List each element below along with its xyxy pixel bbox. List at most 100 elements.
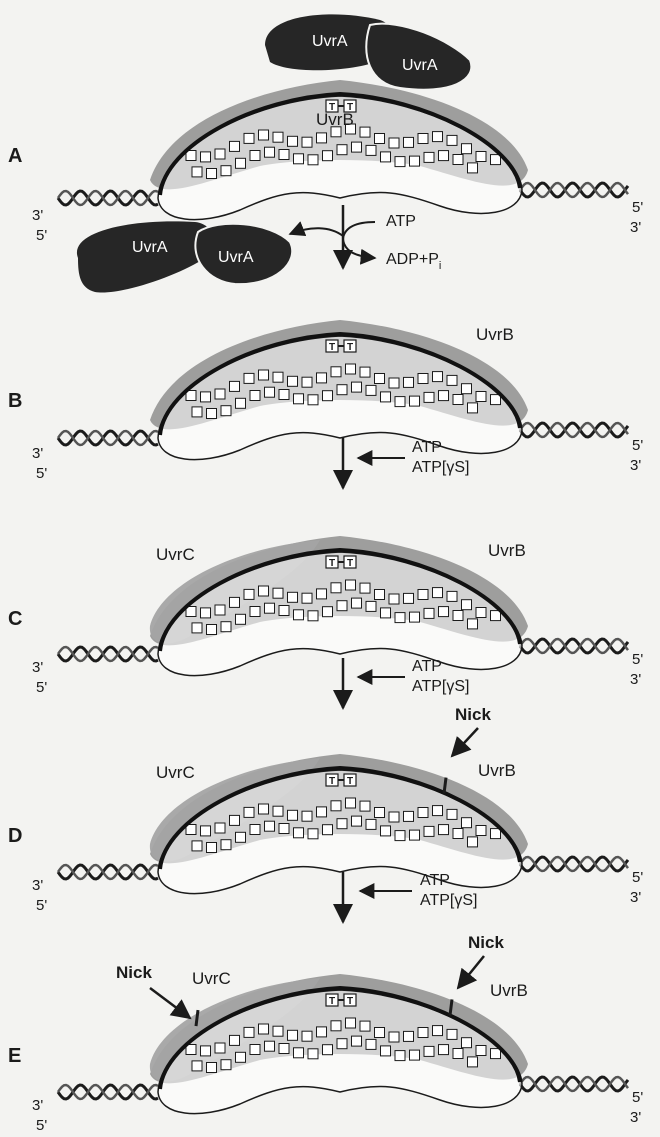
- dna-base: [207, 625, 217, 635]
- dna-base: [294, 1048, 304, 1058]
- dna-base: [308, 395, 318, 405]
- dna-base: [259, 1024, 269, 1034]
- cofactor-pi-subscript: i: [439, 260, 441, 272]
- dna-base: [236, 1052, 246, 1062]
- dna-base: [230, 597, 240, 607]
- dna-base: [215, 823, 225, 833]
- dna-base: [294, 394, 304, 404]
- dna-base: [375, 590, 385, 600]
- cofactor-adp-pi-main: ADP+P: [386, 251, 439, 268]
- dna-base: [279, 1044, 289, 1054]
- dna-base: [192, 1061, 202, 1071]
- dna-base: [302, 811, 312, 821]
- dna-base: [410, 830, 420, 840]
- uvrb-label-c: UvrB: [488, 541, 526, 560]
- dna-base: [366, 1039, 376, 1049]
- dna-base: [404, 377, 414, 387]
- dna-base: [404, 137, 414, 147]
- dna-base: [360, 583, 370, 593]
- dna-base: [476, 392, 486, 402]
- cofactor-atp: ATP: [386, 213, 416, 230]
- dna-base: [337, 145, 347, 155]
- dna-base: [453, 395, 463, 405]
- dna-base: [244, 1027, 254, 1037]
- uvrb-label-e: UvrB: [490, 981, 528, 1000]
- dna-base: [244, 589, 254, 599]
- dna-base: [424, 826, 434, 836]
- step-letter-e: E: [8, 1045, 21, 1067]
- cofactor-atp: ATP: [420, 872, 450, 889]
- dna-base: [288, 1030, 298, 1040]
- dna-base: [244, 807, 254, 817]
- dna-base: [215, 605, 225, 615]
- dna-base: [476, 608, 486, 618]
- dna-base: [439, 607, 449, 617]
- dna-base: [375, 134, 385, 144]
- step-letter-b: B: [8, 390, 22, 412]
- dna-base: [468, 619, 478, 629]
- end-label-3prime-left: 3': [32, 877, 43, 894]
- dna-base: [366, 145, 376, 155]
- dna-base: [192, 167, 202, 177]
- dna-base: [447, 375, 457, 385]
- dna-base: [302, 1031, 312, 1041]
- dna-base: [250, 151, 260, 161]
- thymine-label: T: [329, 996, 335, 1007]
- dna-base: [410, 612, 420, 622]
- dna-base: [418, 590, 428, 600]
- thymine-label: T: [329, 342, 335, 353]
- dna-base: [317, 807, 327, 817]
- dna-base: [360, 127, 370, 137]
- step-letter-c: C: [8, 608, 22, 630]
- dna-base: [215, 389, 225, 399]
- dna-base: [308, 829, 318, 839]
- dna-base: [381, 608, 391, 618]
- dna-base: [215, 1043, 225, 1053]
- dna-base: [462, 1038, 472, 1048]
- dna-base: [433, 588, 443, 598]
- dna-base: [404, 593, 414, 603]
- thymine-label: T: [329, 558, 335, 569]
- dna-base: [462, 384, 472, 394]
- dna-base: [308, 1049, 318, 1059]
- dna-base: [424, 392, 434, 402]
- dna-base: [462, 818, 472, 828]
- uvrc-label-e: UvrC: [192, 969, 231, 988]
- dna-base: [453, 611, 463, 621]
- nick-label-right-d: Nick: [455, 705, 491, 724]
- nick-label-left-e: Nick: [116, 963, 152, 982]
- dna-base: [265, 603, 275, 613]
- end-label-5prime-left: 5': [36, 679, 47, 696]
- end-label-5prime-left: 5': [36, 1117, 47, 1134]
- dna-base: [389, 138, 399, 148]
- dna-base: [491, 829, 501, 839]
- dna-base: [468, 163, 478, 173]
- dna-base: [265, 1041, 275, 1051]
- dna-base: [462, 144, 472, 154]
- dna-base: [404, 1031, 414, 1041]
- dna-base: [230, 381, 240, 391]
- dna-base: [236, 832, 246, 842]
- dna-base: [265, 821, 275, 831]
- dna-base: [352, 816, 362, 826]
- dna-base: [468, 403, 478, 413]
- dna-base: [273, 372, 283, 382]
- dna-base: [491, 1049, 501, 1059]
- dna-base: [201, 608, 211, 618]
- dna-base: [294, 154, 304, 164]
- end-label-3prime-left: 3': [32, 207, 43, 224]
- dna-base: [375, 808, 385, 818]
- dna-base: [352, 1036, 362, 1046]
- dna-base: [207, 169, 217, 179]
- dna-base: [447, 1029, 457, 1039]
- dna-base: [389, 378, 399, 388]
- dna-base: [337, 385, 347, 395]
- thymine-label: T: [347, 996, 353, 1007]
- dna-base: [192, 407, 202, 417]
- dna-base: [375, 1028, 385, 1038]
- dna-base: [447, 809, 457, 819]
- step-letter-a: A: [8, 145, 22, 167]
- dna-base: [259, 586, 269, 596]
- dna-base: [250, 607, 260, 617]
- dna-base: [331, 583, 341, 593]
